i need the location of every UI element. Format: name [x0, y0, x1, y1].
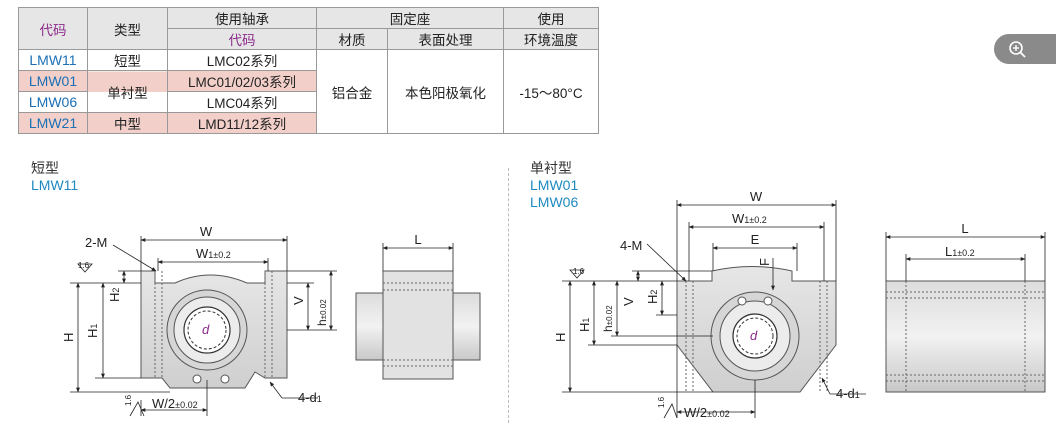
header-env-1: 使用: [503, 7, 599, 29]
single-type-title: 单衬型: [530, 160, 572, 176]
header-material: 材质: [316, 28, 388, 50]
svg-text:1.6: 1.6: [657, 396, 666, 408]
short-type-title: 短型: [31, 160, 59, 176]
dim-L: L: [414, 232, 421, 247]
label-4d1: 4-d1: [836, 386, 860, 401]
section-divider: [508, 168, 509, 423]
short-front-view: W W1±0.2 2-M 1.6 4-d1 W/2±0.02 1.6 H H1 …: [61, 224, 337, 417]
single-front-view: W W1±0.2 E F 4-M 1.6 4-d1 W/2±0.02 1.6 H…: [553, 189, 866, 420]
dim-V: V: [291, 296, 306, 305]
dim-h: h±0.02: [315, 299, 329, 326]
dim-H2: H2: [107, 288, 122, 302]
svg-text:1.6: 1.6: [573, 267, 585, 276]
dim-W: W: [200, 224, 213, 239]
dim-W1: W1±0.2: [196, 246, 231, 261]
dim-W: W: [750, 189, 763, 204]
short-type-code: LMW11: [31, 177, 79, 193]
dim-H1: H1: [577, 318, 592, 332]
dim-V: V: [621, 297, 636, 306]
dim-E: E: [751, 232, 760, 247]
dim-F: F: [757, 258, 772, 266]
header-mount: 固定座: [316, 7, 504, 29]
dim-H2: H2: [645, 290, 660, 304]
header-bearing: 使用轴承: [167, 7, 317, 29]
row-code: LMW01: [18, 70, 88, 92]
dim-h: h±0.02: [601, 305, 615, 332]
dim-H1: H1: [85, 324, 100, 338]
dim-W1: W1±0.2: [732, 211, 767, 226]
spec-table: 代码 类型 使用轴承 固定座 使用 代码 材质 表面处理 环境温度 LMW11 …: [18, 7, 599, 134]
roughness-label: 1.6: [78, 261, 90, 270]
dim-H: H: [61, 333, 76, 342]
surface-cell: 本色阳极氧化: [387, 49, 504, 134]
svg-text:1.6: 1.6: [124, 394, 133, 406]
header-code: 代码: [18, 7, 88, 50]
dim-H: H: [553, 333, 568, 342]
dim-L1: L1±0.2: [945, 244, 975, 259]
short-side-view: L: [355, 232, 481, 380]
table-row: LMW11 短型 LMC02系列 铝合金 本色阳极氧化 -15～80°C: [18, 49, 599, 134]
row-code: LMW21: [18, 112, 88, 134]
dim-d: d: [750, 328, 758, 343]
temperature-cell: -15～80°C: [503, 49, 599, 134]
header-bearing-code: 代码: [167, 28, 317, 50]
single-side-view: L L1±0.2: [885, 221, 1046, 393]
table-row: LMW06 LMC04系列: [18, 91, 599, 113]
dim-W2: W/2±0.02: [684, 405, 730, 420]
label-4d1: 4-d1: [298, 390, 322, 405]
single-type-code-1: LMW01: [530, 177, 579, 193]
header-env-2: 环境温度: [503, 28, 599, 50]
label-4M: 4-M: [620, 238, 642, 253]
zoom-button[interactable]: [994, 34, 1056, 64]
row-bearing: LMD11/12系列: [167, 112, 317, 134]
dim-L: L: [961, 221, 968, 236]
label-2M: 2-M: [85, 235, 107, 250]
dim-d: d: [202, 322, 210, 337]
row-type: 短型: [87, 49, 168, 71]
table-row: LMW21 中型 LMD11/12系列: [18, 112, 599, 134]
row-code: LMW06: [18, 91, 88, 113]
table-row: LMW01 单衬型 LMC01/02/03系列: [18, 70, 599, 113]
zoom-in-icon: [1009, 41, 1026, 58]
single-type-code-2: LMW06: [530, 194, 579, 210]
dim-W2: W/2±0.02: [152, 396, 198, 411]
